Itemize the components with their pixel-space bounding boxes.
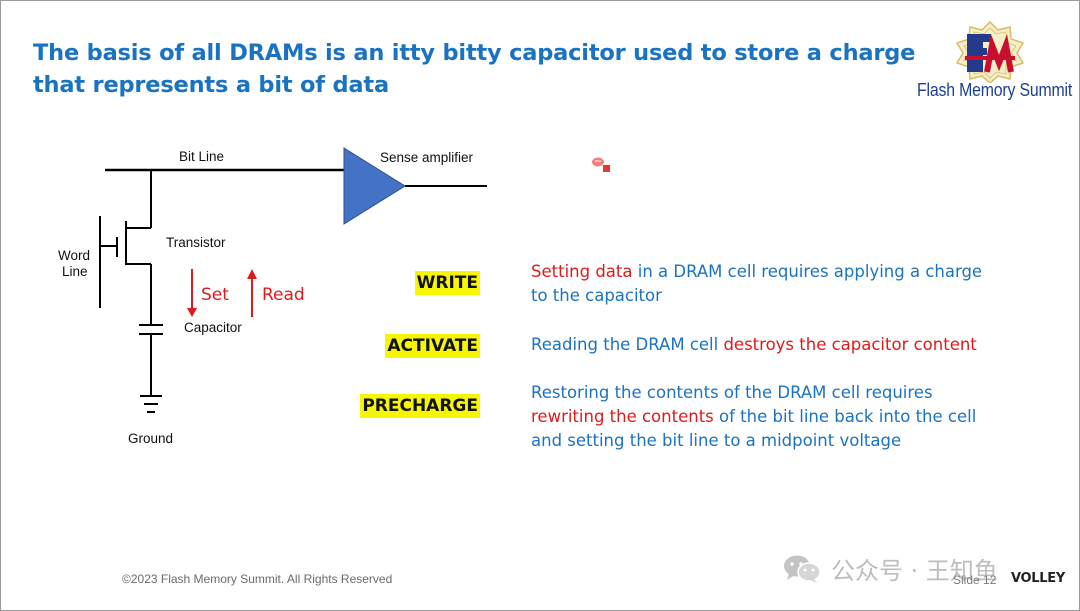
precharge-description: Restoring the contents of the DRAM cell … (531, 381, 976, 453)
ground-symbol (140, 395, 162, 413)
desc-text: Restoring the contents of the DRAM cell … (531, 383, 933, 402)
transistor-symbol (125, 170, 152, 324)
desc-line: Setting data in a DRAM cell requires app… (531, 260, 982, 284)
title-line-1: The basis of all DRAMs is an itty bitty … (33, 40, 916, 66)
sense-amplifier-label: Sense amplifier (380, 150, 474, 165)
desc-line: Restoring the contents of the DRAM cell … (531, 381, 976, 405)
capacitor-label: Capacitor (184, 320, 242, 335)
title-line-2: that represents a bit of data (33, 72, 389, 98)
flash-memory-summit-logo (955, 21, 1025, 83)
desc-text: and setting the bit line to a midpoint v… (531, 431, 902, 450)
activate-label: ACTIVATE (385, 334, 480, 358)
desc-text: to the capacitor (531, 286, 662, 305)
desc-line: to the capacitor (531, 284, 982, 308)
copyright-footer: ©2023 Flash Memory Summit. All Rights Re… (122, 572, 393, 586)
volley-brand: VOLLEY (1011, 571, 1065, 586)
activate-description: Reading the DRAM cell destroys the capac… (531, 333, 977, 357)
ground-label: Ground (128, 431, 174, 446)
transistor-label: Transistor (166, 235, 226, 250)
write-label: WRITE (414, 271, 480, 295)
read-arrow (247, 269, 257, 317)
desc-line: rewriting the contents of the bit line b… (531, 405, 976, 429)
word-line-label-2: Line (62, 264, 88, 279)
desc-line: Reading the DRAM cell destroys the capac… (531, 333, 977, 357)
desc-text: in a DRAM cell requires applying a charg… (632, 262, 983, 281)
set-label: Set (201, 285, 229, 305)
capacitor-symbol (139, 324, 163, 396)
desc-text: Reading the DRAM cell (531, 335, 724, 354)
sense-amplifier-triangle (343, 147, 406, 225)
write-description: Setting data in a DRAM cell requires app… (531, 260, 982, 308)
word-line-gate (99, 216, 118, 308)
desc-emphasis: Setting data (531, 262, 633, 281)
desc-emphasis: rewriting the contents (531, 407, 714, 426)
slide-title: The basis of all DRAMs is an itty bitty … (33, 37, 916, 101)
read-label: Read (262, 285, 305, 305)
precharge-label: PRECHARGE (360, 394, 480, 418)
watermark-text: 公众号 · 王知鱼 (831, 557, 998, 585)
set-arrow (187, 269, 197, 317)
slide-number: Slide 12 (953, 573, 997, 587)
desc-line: and setting the bit line to a midpoint v… (531, 429, 976, 453)
word-line-label-1: Word (58, 248, 91, 263)
watermark: 公众号 · 王知鱼 (783, 551, 998, 586)
comment-icon[interactable] (592, 157, 610, 173)
bit-line-label: Bit Line (179, 149, 225, 164)
wechat-icon (784, 555, 821, 583)
desc-text: of the bit line back into the cell (713, 407, 977, 426)
desc-emphasis: destroys the capacitor content (723, 335, 977, 354)
logo-text: Flash Memory Summit (917, 80, 1073, 100)
